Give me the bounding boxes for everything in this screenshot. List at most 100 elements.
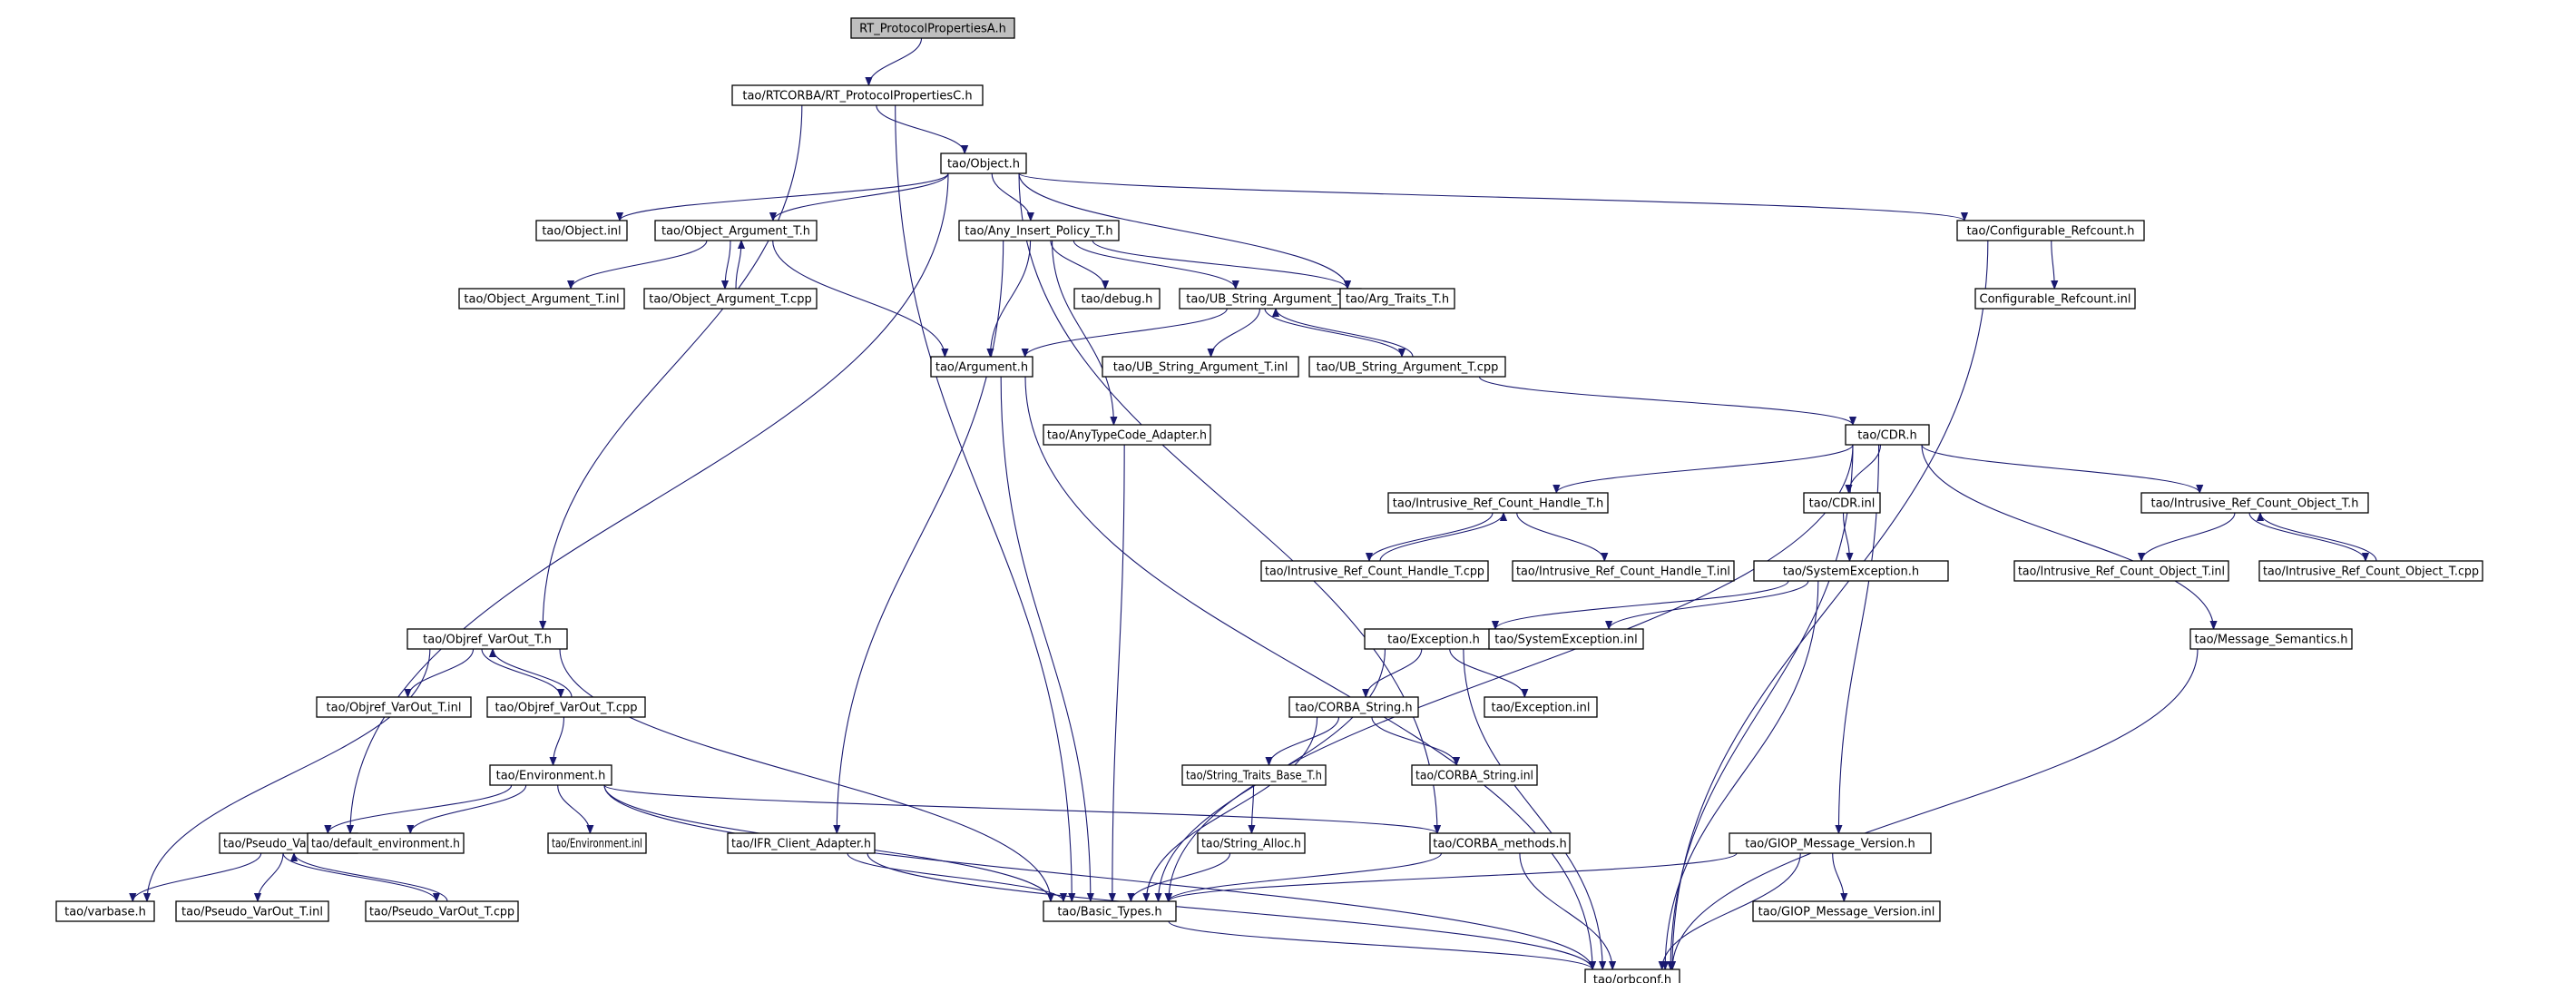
node-tao-default-environment-h[interactable]: tao/default_environment.h (307, 832, 465, 854)
node-box (1974, 288, 2136, 310)
edge-n43-n47 (1169, 852, 1738, 902)
edge-n8-n4 (735, 241, 741, 290)
edge-n17-n29 (1921, 444, 2214, 629)
node-label: tao/IFR_Client_Adapter.h (731, 838, 871, 851)
node-tao-any-insert-policy-t-h[interactable]: tao/Any_Insert_Policy_T.h (958, 220, 1120, 241)
node-tao-intrusive-ref-count-object-t-cpp[interactable]: tao/Intrusive_Ref_Count_Object_T.cpp (2258, 560, 2483, 582)
node-tao-argument-h[interactable]: tao/Argument.h (930, 356, 1033, 378)
node-tao-message-semantics-h[interactable]: tao/Message_Semantics.h (2189, 628, 2353, 650)
node-label: tao/Environment.h (496, 770, 606, 783)
node-tao-intrusive-ref-count-object-t-h[interactable]: tao/Intrusive_Ref_Count_Object_T.h (2140, 492, 2369, 514)
node-label: tao/Environment.inl (552, 838, 642, 851)
node-tao-objref-varout-t-cpp[interactable]: tao/Objref_VarOut_T.cpp (486, 696, 646, 718)
node-box (850, 17, 1015, 39)
node-tao-corba-string-inl[interactable]: tao/CORBA_String.inl (1411, 764, 1538, 786)
node-label: tao/Object_Argument_T.h (661, 225, 810, 239)
node-label: tao/Objref_VarOut_T.h (423, 634, 552, 647)
edge-n0-n1 (868, 37, 923, 86)
node-label: tao/Exception.inl (1492, 702, 1591, 715)
node-tao-pseudo-varout-t-cpp[interactable]: tao/Pseudo_VarOut_T.cpp (365, 900, 519, 922)
edge-n46-n37 (294, 852, 448, 902)
edge-n1-n2 (876, 104, 965, 154)
node-box (2189, 628, 2353, 650)
node-tao-objref-varout-t-inl[interactable]: tao/Objref_VarOut_T.inl (316, 696, 472, 718)
node-box (1181, 764, 1327, 786)
node-label: tao/CDR.h (1857, 429, 1916, 443)
node-label: tao/Object_Argument_T.cpp (649, 293, 811, 307)
edge-n2-n42 (1018, 172, 1437, 833)
node-tao-ifr-client-adapter-h[interactable]: tao/IFR_Client_Adapter.h (727, 832, 876, 854)
node-tao-intrusive-ref-count-handle-t-cpp[interactable]: tao/Intrusive_Ref_Count_Handle_T.cpp (1260, 560, 1489, 582)
node-tao-arg-traits-t-h[interactable]: tao/Arg_Traits_T.h (1339, 288, 1455, 310)
node-tao-environment-h[interactable]: tao/Environment.h (489, 764, 612, 786)
node-label: tao/String_Alloc.h (1201, 838, 1301, 851)
node-label: tao/String_Traits_Base_T.h (1186, 770, 1322, 783)
node-tao-object-argument-t-cpp[interactable]: tao/Object_Argument_T.cpp (643, 288, 818, 310)
edge-n21-n18 (1379, 512, 1503, 562)
node-tao-orbconf-h[interactable]: tao/orbconf.h (1584, 968, 1680, 983)
node-label: tao/varbase.h (64, 906, 146, 919)
node-tao-object-argument-t-h[interactable]: tao/Object_Argument_T.h (654, 220, 818, 241)
node-tao-systemexception-inl[interactable]: tao/SystemException.inl (1488, 628, 1644, 650)
node-tao-giop-message-version-inl[interactable]: tao/GIOP_Message_Version.inl (1752, 900, 1941, 922)
node-label: tao/Intrusive_Ref_Count_Object_T.h (2151, 497, 2359, 511)
node-label: tao/RTCORBA/RT_ProtocolPropertiesC.h (742, 90, 972, 103)
node-label: tao/Intrusive_Ref_Count_Handle_T.inl (1516, 565, 1730, 579)
node-configurable-refcount-inl[interactable]: Configurable_Refcount.inl (1974, 288, 2136, 310)
node-box (1260, 560, 1489, 582)
node-box (1043, 900, 1177, 922)
node-tao-varbase-h[interactable]: tao/varbase.h (55, 900, 155, 922)
edge-n4-n7 (571, 240, 708, 290)
node-tao-debug-h[interactable]: tao/debug.h (1073, 288, 1161, 310)
node-box (2013, 560, 2229, 582)
node-label: tao/Intrusive_Ref_Count_Handle_T.cpp (1265, 565, 1484, 579)
node-tao-anytypecode-adapter-h[interactable]: tao/AnyTypeCode_Adapter.h (1043, 424, 1211, 446)
root-node-rt-protocolpropertiesa-h[interactable]: RT_ProtocolPropertiesA.h (850, 17, 1015, 39)
edge-n20-n25 (2248, 512, 2365, 562)
edge-n37-n45 (258, 852, 284, 901)
edge-n2-n5 (991, 172, 1031, 221)
node-tao-objref-varout-t-h[interactable]: tao/Objref_VarOut_T.h (406, 628, 568, 650)
edge-n27-n33 (1449, 648, 1525, 698)
edge-n18-n22 (1516, 512, 1605, 562)
node-tao-cdr-h[interactable]: tao/CDR.h (1845, 424, 1930, 446)
node-box (1197, 832, 1306, 854)
node-tao-intrusive-ref-count-object-t-inl[interactable]: tao/Intrusive_Ref_Count_Object_T.inl (2013, 560, 2229, 582)
node-tao-intrusive-ref-count-handle-t-h[interactable]: tao/Intrusive_Ref_Count_Handle_T.h (1387, 492, 1609, 514)
node-tao-rtcorba-rt-protocolpropertiesc-h[interactable]: tao/RTCORBA/RT_ProtocolPropertiesC.h (731, 84, 984, 106)
node-tao-exception-h[interactable]: tao/Exception.h (1364, 628, 1503, 650)
node-tao-ub-string-argument-t-cpp[interactable]: tao/UB_String_Argument_T.cpp (1308, 356, 1506, 378)
node-tao-configurable-refcount-h[interactable]: tao/Configurable_Refcount.h (1956, 220, 2145, 241)
edge-n5-n11 (1092, 240, 1347, 290)
node-tao-ub-string-argument-t-inl[interactable]: tao/UB_String_Argument_T.inl (1102, 356, 1299, 378)
node-label: tao/Configurable_Refcount.h (1966, 225, 2134, 239)
node-tao-basic-types-h[interactable]: tao/Basic_Types.h (1043, 900, 1177, 922)
node-tao-ub-string-argument-t-h[interactable]: tao/UB_String_Argument_T.h (1179, 288, 1362, 310)
edge-n4-n13 (772, 240, 945, 357)
node-tao-string-traits-base-t-h[interactable]: tao/String_Traits_Base_T.h (1181, 764, 1327, 786)
node-label: tao/orbconf.h (1593, 974, 1671, 983)
node-tao-object-h[interactable]: tao/Object.h (940, 152, 1027, 174)
node-label: tao/Arg_Traits_T.h (1346, 293, 1449, 307)
node-tao-pseudo-varout-t-inl[interactable]: tao/Pseudo_VarOut_T.inl (175, 900, 329, 922)
edge-n10-n15 (1264, 308, 1402, 358)
edge-n23-n27 (1495, 580, 1789, 630)
node-box (1429, 832, 1571, 854)
node-tao-exception-inl[interactable]: tao/Exception.inl (1484, 696, 1598, 718)
edge-n17-n47 (1169, 444, 1854, 901)
node-tao-environment-inl[interactable]: tao/Environment.inl (547, 832, 647, 854)
node-tao-giop-message-version-h[interactable]: tao/GIOP_Message_Version.h (1729, 832, 1932, 854)
node-tao-object-argument-t-inl[interactable]: tao/Object_Argument_T.inl (458, 288, 625, 310)
node-tao-string-alloc-h[interactable]: tao/String_Alloc.h (1197, 832, 1306, 854)
edge-n23-n28 (1609, 580, 1809, 630)
node-tao-object-inl[interactable]: tao/Object.inl (535, 220, 628, 241)
edge-n32-n36 (1371, 716, 1456, 766)
node-tao-intrusive-ref-count-handle-t-inl[interactable]: tao/Intrusive_Ref_Count_Handle_T.inl (1512, 560, 1735, 582)
edge-n41-n47 (1131, 852, 1231, 902)
node-tao-cdr-inl[interactable]: tao/CDR.inl (1803, 492, 1881, 514)
edge-n1-n47 (895, 104, 1073, 901)
node-label: tao/Pseudo_VarOut_T.inl (181, 906, 323, 919)
node-tao-corba-string-h[interactable]: tao/CORBA_String.h (1288, 696, 1419, 718)
node-tao-corba-methods-h[interactable]: tao/CORBA_methods.h (1429, 832, 1571, 854)
node-tao-systemexception-h[interactable]: tao/SystemException.h (1753, 560, 1949, 582)
